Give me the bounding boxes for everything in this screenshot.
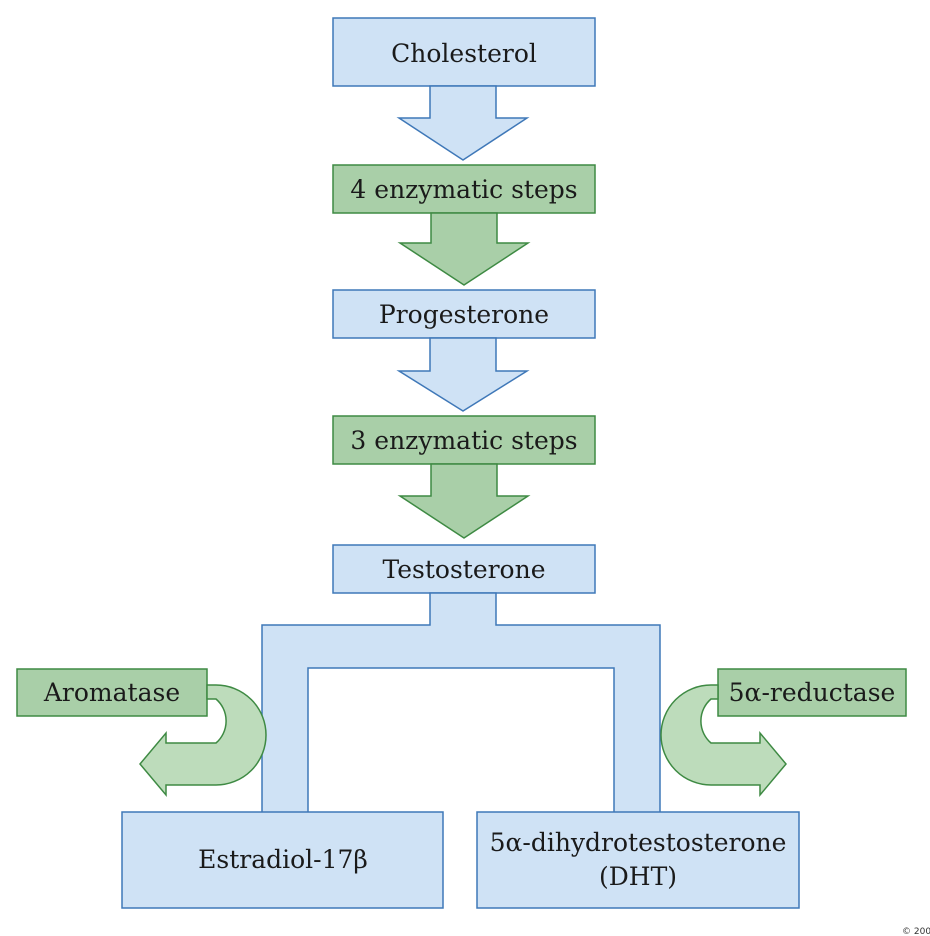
enzyme-step2-box bbox=[332, 415, 596, 465]
dht-label-line1: 5α-dihydrotestosterone bbox=[490, 828, 787, 857]
enzyme-step1-box bbox=[332, 164, 596, 214]
arrow-step1-down bbox=[397, 212, 531, 286]
arrow-progesterone-down bbox=[396, 337, 530, 412]
aromatase-label: Aromatase bbox=[43, 678, 180, 707]
progesterone-label: Progesterone bbox=[379, 300, 549, 329]
estradiol-box bbox=[121, 811, 444, 909]
cholesterol-box bbox=[332, 17, 596, 87]
reductase-box bbox=[717, 668, 907, 717]
aromatase-curved-arrow bbox=[139, 684, 267, 798]
enzyme-step1-label: 4 enzymatic steps bbox=[350, 175, 577, 204]
estradiol-label: Estradiol-17β bbox=[198, 845, 368, 874]
dht-label-line2: (DHT) bbox=[599, 862, 677, 891]
reductase-label: 5α-reductase bbox=[729, 678, 896, 707]
reductase-curved-arrow bbox=[660, 684, 787, 798]
arrow-step2-down bbox=[397, 463, 531, 539]
testosterone-label: Testosterone bbox=[382, 555, 545, 584]
dht-box bbox=[476, 811, 800, 909]
progesterone-box bbox=[332, 289, 596, 339]
copyright-text: © 200 bbox=[902, 927, 930, 936]
cholesterol-label: Cholesterol bbox=[391, 39, 537, 68]
arrow-cholesterol-down bbox=[396, 85, 530, 161]
aromatase-box bbox=[16, 668, 208, 717]
enzyme-step2-label: 3 enzymatic steps bbox=[350, 426, 577, 455]
